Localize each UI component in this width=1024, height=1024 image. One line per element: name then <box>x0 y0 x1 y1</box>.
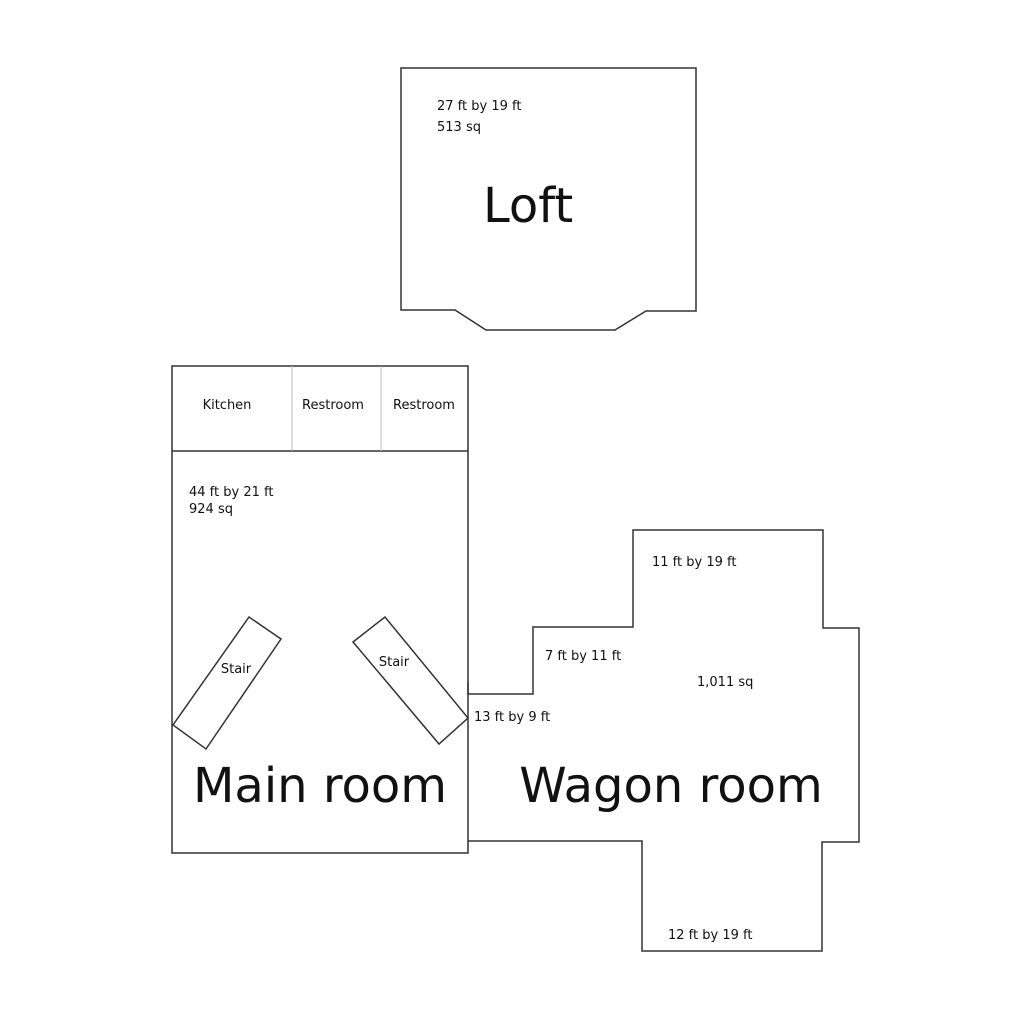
stair-left-label: Stair <box>221 662 252 677</box>
wagon-dims-top: 11 ft by 19 ft <box>652 555 736 570</box>
wagon-area: 1,011 sq <box>697 675 753 690</box>
main-room-outline <box>171 365 469 854</box>
kitchen-label: Kitchen <box>203 398 252 413</box>
loft-outline <box>400 67 697 331</box>
main-room-dims: 44 ft by 21 ft <box>189 485 273 500</box>
loft-label: Loft <box>483 178 573 234</box>
restroom-label: Restroom <box>393 398 455 413</box>
main-room-area: 924 sq <box>189 502 233 517</box>
stair-right-label: Stair <box>379 655 410 670</box>
stair-left <box>171 615 283 751</box>
main-room-label: Main room <box>193 758 447 814</box>
wagon-dims-mid: 7 ft by 11 ft <box>545 649 621 664</box>
restroom-label: Restroom <box>302 398 364 413</box>
loft-dims: 27 ft by 19 ft <box>437 99 521 114</box>
wagon-dims-left: 13 ft by 9 ft <box>474 710 550 725</box>
loft-area: 513 sq <box>437 120 481 135</box>
wagon-dims-bottom: 12 ft by 19 ft <box>668 928 752 943</box>
wagon-room-label: Wagon room <box>519 758 823 814</box>
wagon-room-outline <box>468 529 860 952</box>
stair-right <box>351 615 470 746</box>
